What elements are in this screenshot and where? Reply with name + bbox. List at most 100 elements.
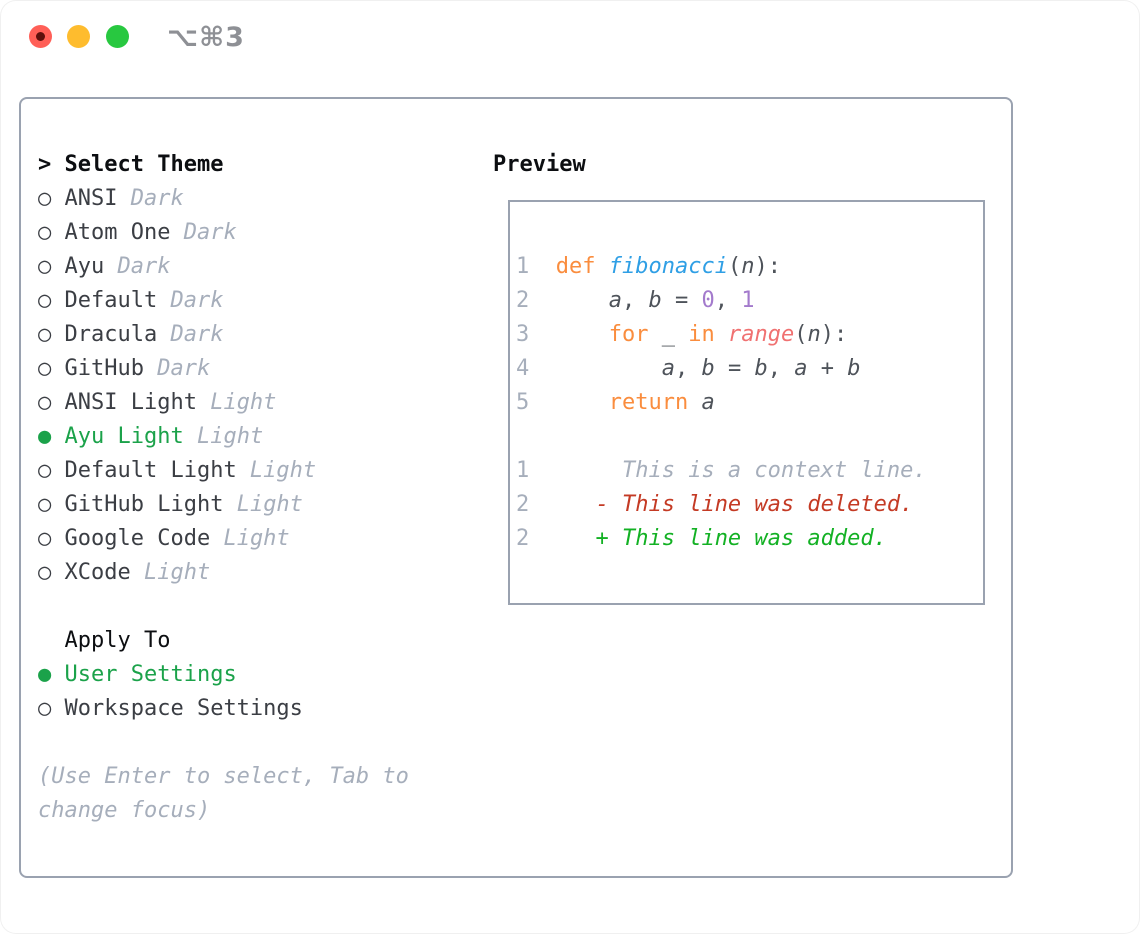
radio-icon: ○ xyxy=(38,560,65,585)
code-token xyxy=(556,322,609,347)
theme-variant-label: Light xyxy=(196,390,277,415)
code-token: 2 xyxy=(516,492,530,517)
code-line: 1 This is a context line. xyxy=(516,454,983,488)
code-token: return xyxy=(608,390,689,415)
theme-option-label: GitHub Light xyxy=(64,492,224,517)
code-token: - This line was deleted. xyxy=(595,492,914,517)
code-token: ): xyxy=(820,322,848,347)
code-token: 5 xyxy=(516,390,556,415)
code-token: 2 xyxy=(516,288,556,313)
theme-option[interactable]: ○ Atom One Dark xyxy=(38,216,409,250)
radio-icon: ○ xyxy=(38,526,65,551)
code-token: , xyxy=(714,288,742,313)
spacer-row xyxy=(38,590,409,624)
theme-variant-label: Dark xyxy=(143,356,211,381)
theme-option[interactable]: ○ ANSI Dark xyxy=(38,182,409,216)
theme-option[interactable]: ○ Default Light Light xyxy=(38,454,409,488)
radio-selected-icon: ● xyxy=(38,662,65,687)
theme-option[interactable]: ○ Google Code Light xyxy=(38,522,409,556)
theme-option-label: Dracula xyxy=(64,322,158,347)
select-theme-header-label: Select Theme xyxy=(64,152,224,177)
theme-option[interactable]: ○ ANSI Light Light xyxy=(38,386,409,420)
theme-option[interactable]: ○ GitHub Light Light xyxy=(38,488,409,522)
radio-icon: ○ xyxy=(38,390,65,415)
code-token: a xyxy=(701,390,715,415)
theme-option-label: XCode xyxy=(64,560,131,585)
theme-variant-label: Light xyxy=(210,526,290,551)
close-button[interactable] xyxy=(29,25,52,48)
apply-to-option[interactable]: ○ Workspace Settings xyxy=(38,692,409,726)
code-token: b xyxy=(754,356,768,381)
unsaved-dot-icon xyxy=(36,32,45,41)
theme-option-label: Ayu Light xyxy=(64,424,184,449)
help-text-line-1: (Use Enter to select, Tab to xyxy=(38,764,409,789)
code-token: + xyxy=(807,356,848,381)
code-token xyxy=(648,322,661,347)
preview-header: Preview xyxy=(493,152,586,177)
apply-to-option-label: Workspace Settings xyxy=(64,696,303,721)
code-token: b xyxy=(701,356,715,381)
window-title: ⌥⌘3 xyxy=(167,22,245,53)
code-token xyxy=(596,254,609,279)
code-token: ( xyxy=(794,322,808,347)
minimize-button[interactable] xyxy=(67,25,90,48)
zoom-button[interactable] xyxy=(106,25,129,48)
code-token xyxy=(688,390,701,415)
code-token: 1 xyxy=(741,288,755,313)
theme-selector-column: > Select Theme ○ ANSI Dark○ Atom One Dar… xyxy=(38,148,409,828)
radio-icon: ○ xyxy=(38,288,65,313)
code-token: , xyxy=(621,288,649,313)
theme-option[interactable]: ○ XCode Light xyxy=(38,556,409,590)
apply-to-option[interactable]: ● User Settings xyxy=(38,658,409,692)
theme-variant-label: Dark xyxy=(157,322,224,347)
theme-option-label: Atom One xyxy=(64,220,171,245)
radio-icon: ○ xyxy=(38,322,65,347)
selection-pointer: > xyxy=(38,152,65,177)
theme-option-label: ANSI xyxy=(64,186,118,211)
radio-icon: ○ xyxy=(38,186,65,211)
code-token: def xyxy=(555,254,596,279)
code-token: 1 xyxy=(516,458,530,483)
title-bar: ⌥⌘3 xyxy=(0,0,1140,74)
code-token: 3 xyxy=(516,322,556,347)
theme-variant-label: Light xyxy=(236,458,317,483)
code-line: 2 + This line was added. xyxy=(516,522,983,556)
theme-option[interactable]: ● Ayu Light Light xyxy=(38,420,409,454)
radio-icon: ○ xyxy=(38,492,65,517)
code-token: a xyxy=(608,288,622,313)
theme-variant-label: Dark xyxy=(170,220,237,245)
code-token: n xyxy=(741,254,755,279)
code-token xyxy=(529,492,595,517)
code-token: fibonacci xyxy=(608,254,728,279)
theme-option-label: Google Code xyxy=(64,526,211,551)
apply-to-option-label: User Settings xyxy=(64,662,237,687)
theme-option-label: Default xyxy=(64,288,158,313)
theme-option-label: Default Light xyxy=(64,458,237,483)
radio-icon: ○ xyxy=(38,254,65,279)
code-token: a xyxy=(794,356,808,381)
spacer-row xyxy=(38,726,409,760)
code-token xyxy=(529,526,595,551)
radio-icon: ○ xyxy=(38,696,65,721)
code-token: 0 xyxy=(701,288,715,313)
theme-option[interactable]: ○ Dracula Dark xyxy=(38,318,409,352)
theme-variant-label: Light xyxy=(183,424,264,449)
theme-option[interactable]: ○ Ayu Dark xyxy=(38,250,409,284)
radio-icon: ○ xyxy=(38,356,65,381)
code-token: 4 xyxy=(516,356,556,381)
code-line: 5 return a xyxy=(516,386,983,420)
code-token: , xyxy=(767,356,795,381)
code-token xyxy=(529,458,622,483)
theme-option-label: GitHub xyxy=(64,356,144,381)
code-token: in xyxy=(688,322,715,347)
code-token: _ xyxy=(661,322,675,347)
theme-option-label: ANSI Light xyxy=(64,390,197,415)
code-token: ( xyxy=(727,254,742,279)
theme-option[interactable]: ○ GitHub Dark xyxy=(38,352,409,386)
code-token: = xyxy=(661,288,702,313)
code-token xyxy=(556,288,609,313)
theme-option[interactable]: ○ Default Dark xyxy=(38,284,409,318)
code-token: 1 xyxy=(516,254,556,279)
